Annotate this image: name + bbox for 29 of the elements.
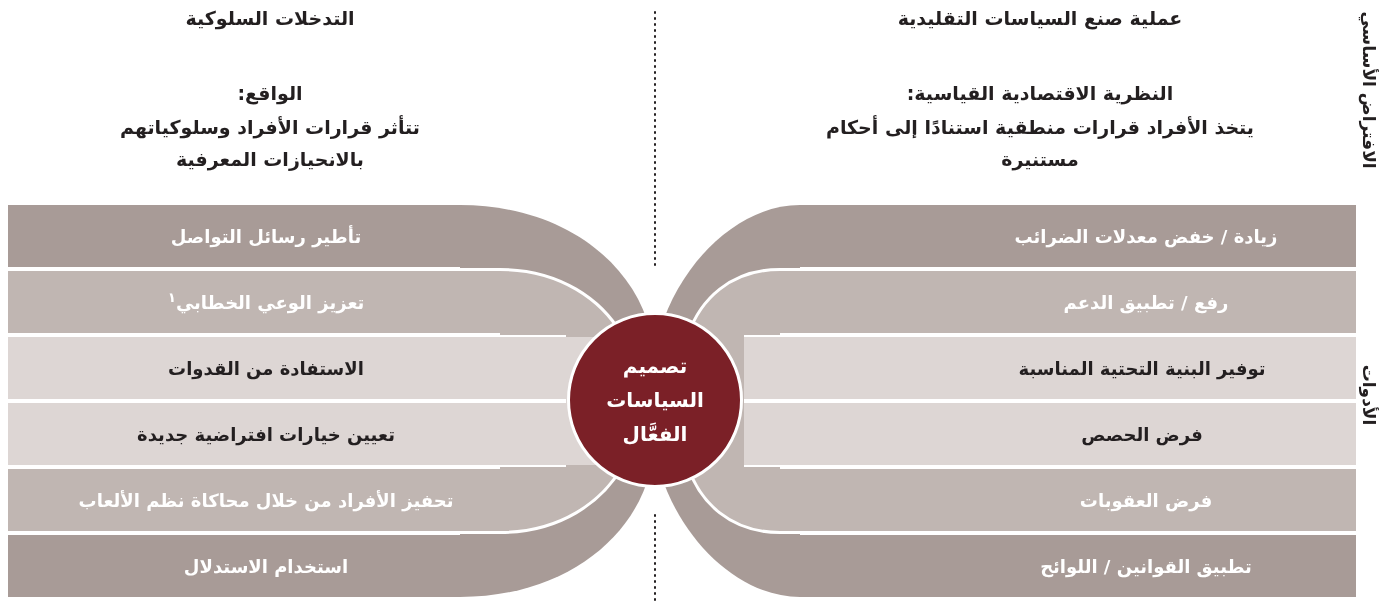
tool-label: الاستفادة من القدوات	[168, 356, 364, 382]
tool-label: زيادة / خفض معدلات الضرائب	[1014, 224, 1278, 250]
column-heading: عملية صنع السياسات التقليدية	[897, 6, 1183, 32]
tool-label: تطبيق القوانين / اللوائح	[1040, 554, 1252, 580]
tool-label: فرض الحصص	[1081, 422, 1203, 448]
side-label: الافتراض الأساسي	[1357, 11, 1380, 169]
body-text: تتأثر قرارات الأفراد وسلوكياتهم بالانحيازات المعرفية	[119, 114, 421, 173]
tool-band	[8, 335, 566, 401]
tool-label: تحفيز الأفراد من خلال محاكاة نظم الألعاب	[78, 488, 454, 514]
tool-band	[744, 335, 1356, 401]
tool-band	[780, 269, 1356, 335]
subheading: الواقع:	[237, 80, 303, 107]
tool-label: توفير البنية التحتية المناسبة	[1018, 356, 1266, 382]
tool-band	[780, 467, 1356, 533]
tool-label: رفع / تطبيق الدعم	[1063, 290, 1229, 316]
side-label: الأدوات	[1357, 364, 1380, 426]
tool-label: فرض العقوبات	[1079, 488, 1213, 514]
center-label: تصميم السياسات الفعَّال	[605, 353, 705, 448]
tool-band	[8, 401, 566, 467]
tool-label: تأطير رسائل التواصل	[170, 224, 362, 250]
tool-band	[8, 269, 500, 335]
tool-label: استخدام الاستدلال	[183, 554, 349, 579]
tool-label: تعيين خيارات افتراضية جديدة	[137, 422, 395, 448]
tool-label: تعزيز الوعي الخطابي$^{١}$	[167, 288, 365, 316]
subheading: النظرية الاقتصادية القياسية:	[906, 80, 1174, 107]
body-text: يتخذ الأفراد قرارات منطقية استنادًا إلى أحكام مستنيرة	[825, 114, 1255, 173]
tool-band	[744, 401, 1356, 467]
column-heading: التدخلات السلوكية	[185, 6, 355, 32]
tool-band	[8, 467, 500, 533]
